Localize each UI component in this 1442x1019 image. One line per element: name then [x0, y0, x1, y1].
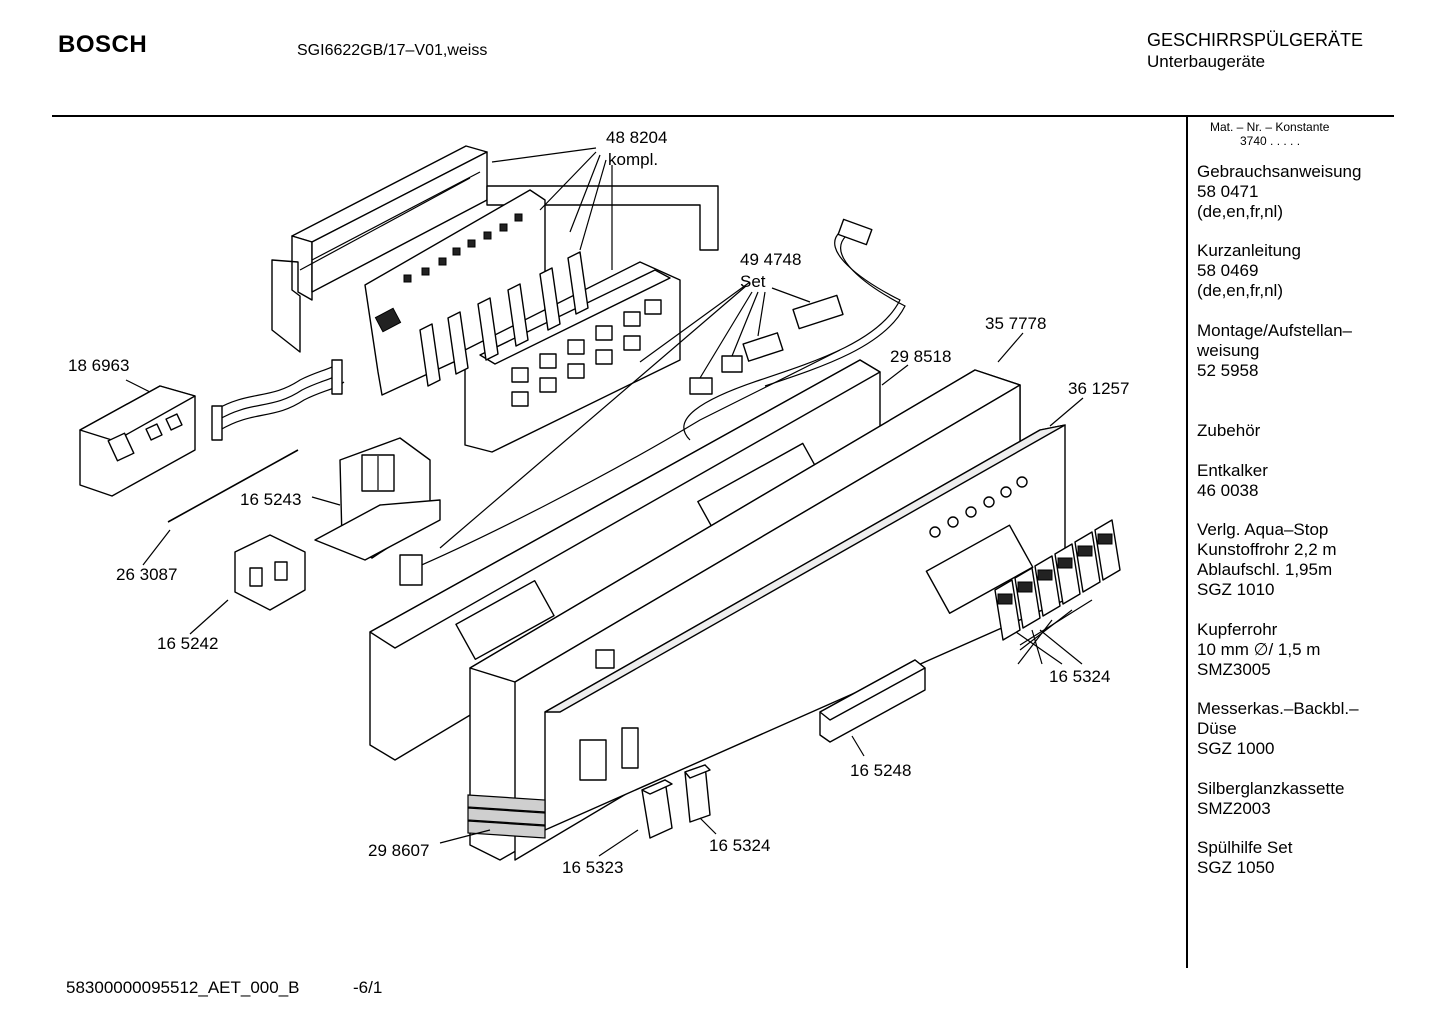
sidebar-block-descaler: Entkalker 46 0038 [1197, 461, 1268, 501]
label-165324-bottom: 16 5324 [709, 836, 770, 855]
sidebar-line: Ablaufschl. 1,95m [1197, 560, 1333, 579]
label-494748: 49 4748 [740, 250, 801, 269]
sidebar-line: 58 0469 [1197, 261, 1259, 280]
category-title: GESCHIRRSPÜLGERÄTE [1147, 30, 1364, 50]
model-number: SGI6622GB/17–V01,weiss [297, 42, 488, 59]
sidebar-block-manual: Gebrauchsanweisung 58 0471 (de,en,fr,nl) [1197, 162, 1361, 222]
sidebar-line: Silberglanzkassette [1197, 779, 1345, 798]
sidebar-line: 58 0471 [1197, 182, 1259, 201]
label-298607: 29 8607 [368, 841, 429, 860]
label-357778: 35 7778 [985, 314, 1046, 333]
part-labels: 48 8204 kompl. 49 4748 Set 18 6963 35 77… [68, 128, 1129, 877]
sidebar-line: Montage/Aufstellan– [1197, 321, 1352, 340]
door-switch-part [314, 437, 441, 561]
knob-part-a [641, 779, 673, 839]
sidebar-line: SGZ 1050 [1197, 858, 1275, 877]
sidebar-block-silver-cassette: Silberglanzkassette SMZ2003 [1197, 779, 1344, 819]
sidebar-line: Verlg. Aqua–Stop [1197, 520, 1329, 539]
label-165243: 16 5243 [240, 490, 301, 509]
label-165323: 16 5323 [562, 858, 623, 877]
electronics-housing-part [419, 251, 681, 453]
top-cover-part [271, 145, 719, 353]
sidebar-block-quickguide: Kurzanleitung 58 0469 (de,en,fr,nl) [1197, 241, 1301, 301]
sidebar-line: (de,en,fr,nl) [1197, 202, 1283, 221]
label-263087: 26 3087 [116, 565, 177, 584]
knob-part-b [684, 764, 711, 823]
label-165242: 16 5242 [157, 634, 218, 653]
wiring-harness-part [399, 218, 906, 586]
sidebar-line: 10 mm ∅/ 1,5 m [1197, 640, 1321, 659]
sidebar-line: Messerkas.–Backbl.– [1197, 699, 1359, 718]
label-298518: 29 8518 [890, 347, 951, 366]
sidebar-line: (de,en,fr,nl) [1197, 281, 1283, 300]
label-494748-note: Set [740, 272, 766, 291]
document-id: 58300000095512_AET_000_B [66, 978, 300, 997]
sidebar-line: Zubehör [1197, 421, 1261, 440]
header-divider [52, 115, 1394, 117]
sidebar-block-installation: Montage/Aufstellan– weisung 52 5958 [1197, 321, 1352, 381]
sidebar-block-aquastop: Verlg. Aqua–Stop Kunstoffrohr 2,2 m Abla… [1197, 520, 1337, 600]
brand-logo: BOSCH [58, 31, 148, 58]
category-subtitle: Unterbaugeräte [1147, 52, 1266, 71]
label-361257: 36 1257 [1068, 379, 1129, 398]
sidebar-line: 46 0038 [1197, 481, 1259, 500]
sidebar-block-copperpipe: Kupferrohr 10 mm ∅/ 1,5 m SMZ3005 [1197, 620, 1320, 680]
leader-lines [125, 147, 1093, 857]
sidebar-line: SMZ3005 [1197, 660, 1271, 679]
sidebar-block-rinse-aid: Spülhilfe Set SGZ 1050 [1197, 838, 1292, 878]
sidebar-line: Kupferrohr [1197, 620, 1278, 639]
sidebar-line: Spülhilfe Set [1197, 838, 1293, 857]
sidebar-line: Entkalker [1197, 461, 1268, 480]
display-module-part [79, 359, 345, 497]
sidebar-line: SMZ2003 [1197, 799, 1271, 818]
base-stack-part [467, 794, 546, 839]
sidebar-line: weisung [1197, 341, 1260, 360]
label-165248: 16 5248 [850, 761, 911, 780]
label-488204: 48 8204 [606, 128, 667, 147]
cover-strip-part [819, 659, 926, 743]
switch-block-part [234, 534, 306, 611]
front-fascia-part [544, 424, 1066, 831]
sidebar-line: 52 5958 [1197, 361, 1259, 380]
sidebar-line: Kurzanleitung [1197, 241, 1301, 260]
label-488204-note: kompl. [608, 150, 658, 169]
rod-part [167, 449, 299, 523]
label-165324-right: 16 5324 [1049, 667, 1110, 686]
sidebar-block-nozzle: Messerkas.–Backbl.– Düse SGZ 1000 [1197, 699, 1359, 759]
sidebar-line: SGZ 1010 [1197, 580, 1275, 599]
sidebar-line: Düse [1197, 719, 1237, 738]
button-keys-part [994, 519, 1121, 641]
mat-nr-label: Mat. – Nr. – Konstante [1210, 120, 1330, 134]
label-186963: 18 6963 [68, 356, 129, 375]
sidebar-block-accessories: Zubehör [1197, 421, 1260, 441]
sidebar-line: Gebrauchsanweisung [1197, 162, 1362, 181]
sidebar-divider [1186, 116, 1188, 968]
sidebar-line: Kunstoffrohr 2,2 m [1197, 540, 1337, 559]
mat-nr-value: 3740 . . . . . [1240, 134, 1301, 148]
sidebar-line: SGZ 1000 [1197, 739, 1275, 758]
page-number: -6/1 [353, 978, 383, 997]
